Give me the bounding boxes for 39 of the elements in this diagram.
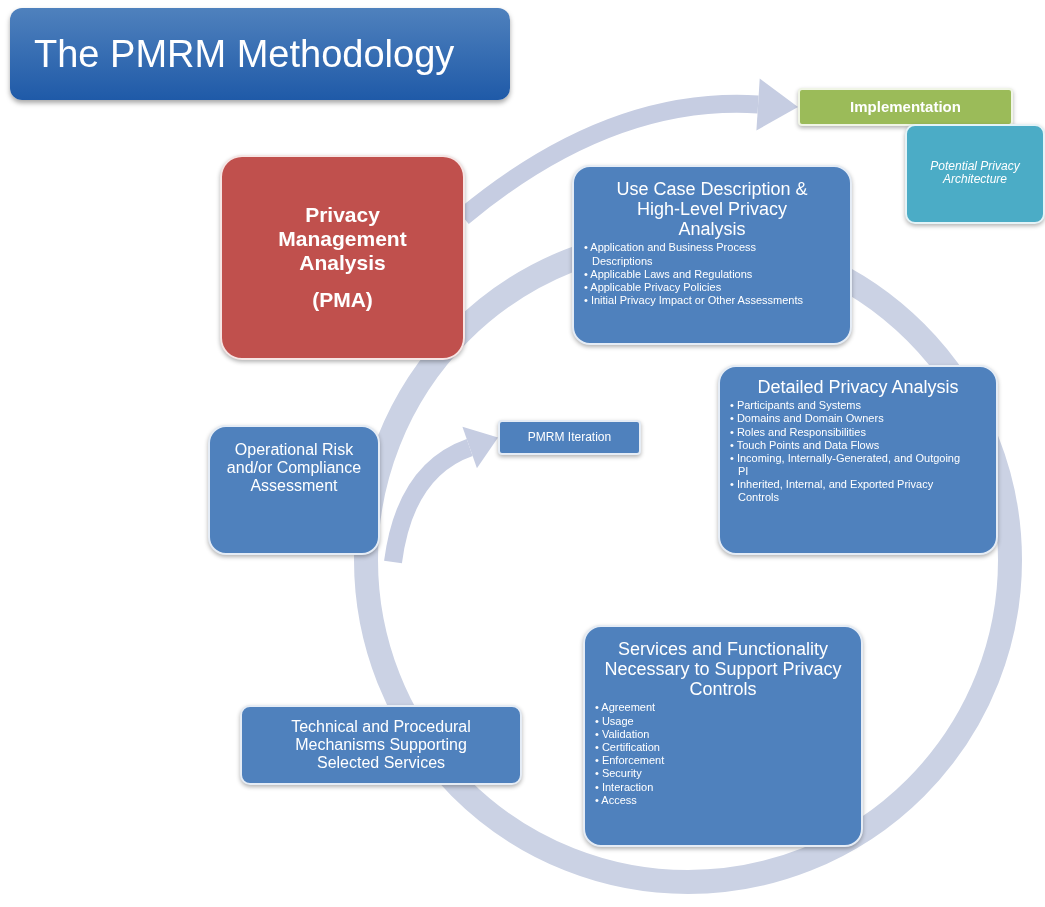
step-box — [583, 625, 863, 847]
box-heading: Use Case Description & High-Level Privacy Analysis — [615, 179, 809, 240]
process-box — [208, 425, 380, 555]
process-box — [240, 705, 522, 785]
box-heading: Technical and Procedural Mechanisms Supporting Selected Services — [290, 718, 472, 772]
stage-box — [798, 88, 1013, 126]
step-box — [572, 165, 852, 345]
process-box — [220, 155, 465, 360]
output-box — [905, 124, 1045, 224]
bullet-item: • Application and Business Process Descriptions — [584, 241, 757, 268]
stage-box — [498, 420, 641, 455]
box-heading: Detailed Privacy Analysis — [757, 377, 959, 398]
bullet-item: • Roles and Responsibilities — [730, 425, 867, 439]
bullet-item: • Certification — [595, 741, 661, 755]
box-heading: Potential Privacy Architecture — [929, 160, 1021, 187]
bullet-item: • Applicable Privacy Policies — [584, 281, 723, 295]
box-heading: Operational Risk and/or Compliance Assessment — [226, 441, 362, 495]
bullet-item: • Access — [595, 793, 638, 807]
bullet-item: • Participants and Systems — [730, 399, 863, 413]
bullet-item: • Initial Privacy Impact or Other Assessments — [584, 294, 805, 308]
box-heading: Services and Functionality Necessary to Support Privacy Controls — [603, 639, 843, 700]
bullet-item: • Touch Points and Data Flows — [730, 438, 881, 452]
bullet-item: • Security — [595, 767, 643, 781]
bullet-item: • Enforcement — [595, 754, 666, 768]
bullet-item: • Interaction — [595, 780, 655, 794]
bullet-item: • Incoming, Internally-Generated, and Outgoing PI — [730, 451, 962, 479]
step-box — [718, 365, 998, 555]
box-heading: Implementation — [850, 98, 961, 116]
curved-arrow — [384, 426, 498, 564]
bullet-item: • Inherited, Internal, and Exported Privacy Controls — [730, 478, 935, 505]
bullet-item: • Validation — [595, 727, 651, 742]
bullet-item: • Usage — [595, 714, 635, 728]
bullet-item: • Domains and Domain Owners — [730, 412, 885, 426]
box-heading: PMRM Iteration — [527, 430, 612, 445]
box-heading: Privacy Management Analysis — [277, 203, 408, 274]
bullet-item: • Agreement — [595, 701, 657, 715]
title-banner: The PMRM Methodology — [10, 8, 510, 100]
box-text: (PMA) — [312, 288, 373, 312]
bullet-item: • Applicable Laws and Regulations — [584, 267, 754, 282]
